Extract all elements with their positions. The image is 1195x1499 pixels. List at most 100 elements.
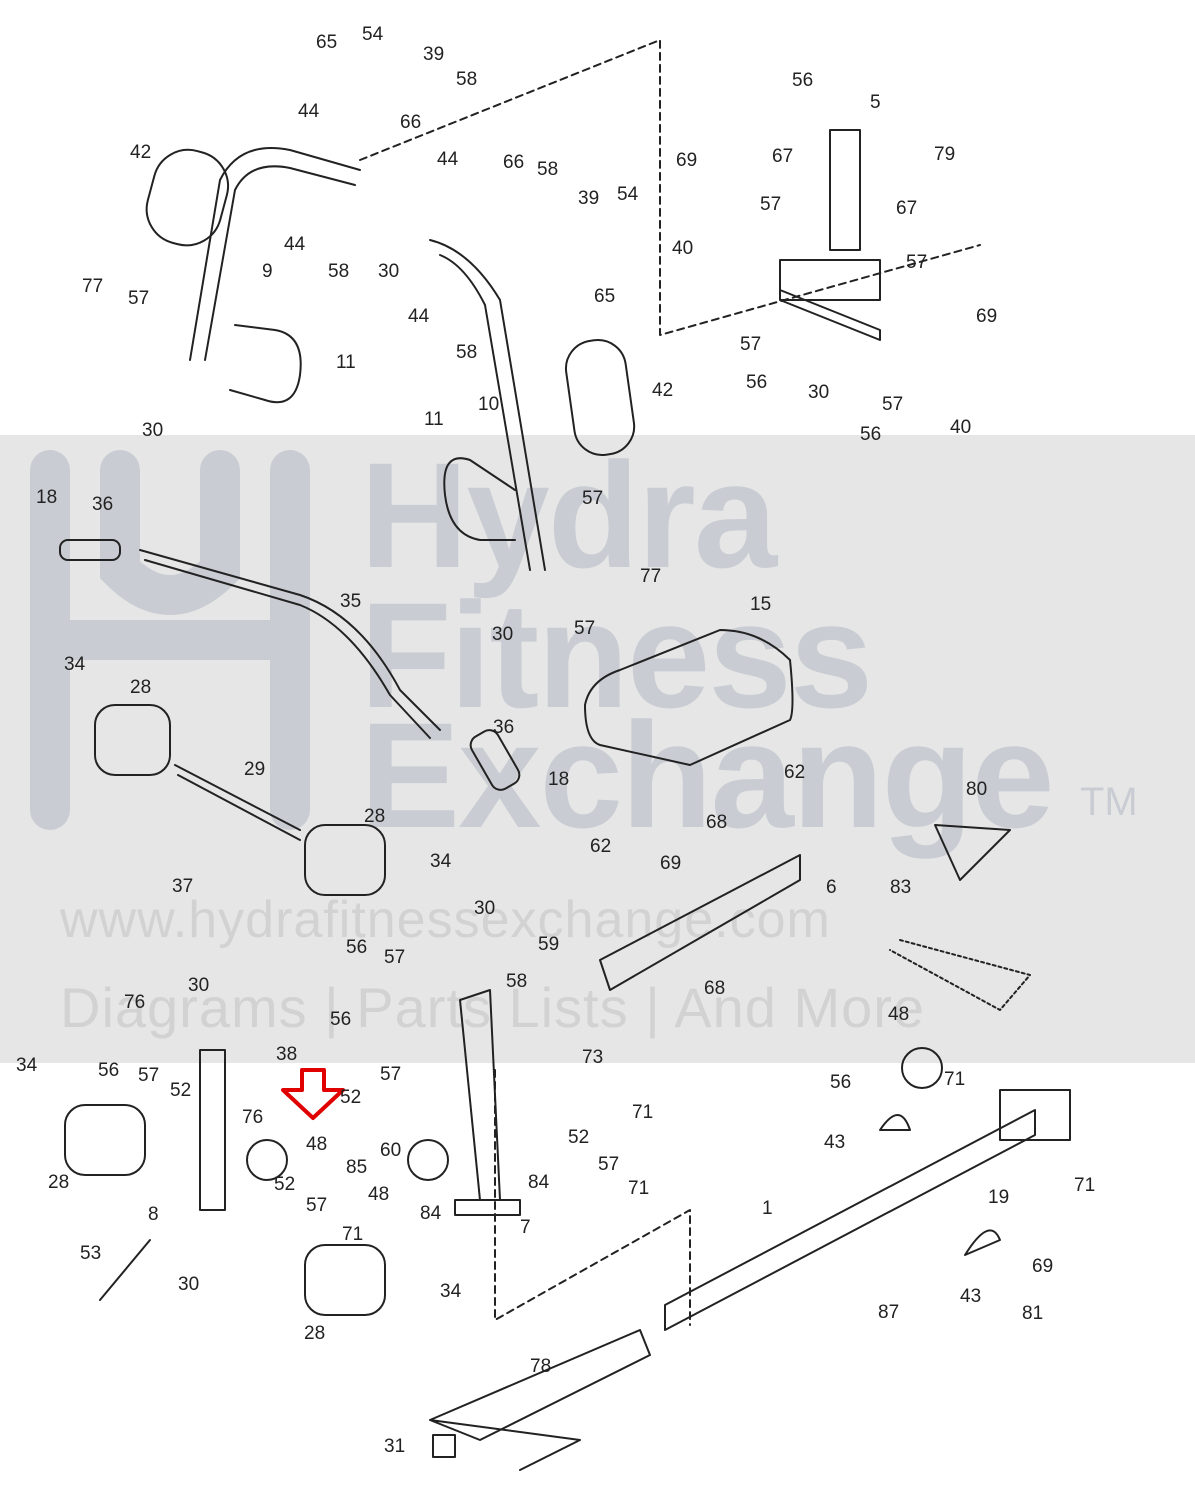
part-number-label: 69 [676,150,697,171]
part-number-label: 31 [384,1436,405,1457]
part-number-label: 65 [594,286,615,307]
part-number-label: 37 [172,876,193,897]
pulley-48-b [407,1139,449,1181]
part-number-label: 34 [440,1281,462,1302]
part-number-label: 58 [506,971,527,992]
part-number-label: 58 [456,69,477,90]
part-number-label: 19 [988,1187,1009,1208]
part-number-label: 84 [528,1172,550,1193]
watermark-url: www.hydrafitnessexchange.com [60,891,831,949]
part-number-label: 69 [660,853,681,874]
roller-28-b [304,824,386,896]
part-number-label: 68 [706,812,727,833]
part-number-label: 58 [456,342,477,363]
watermark-band [0,435,1195,1063]
part-number-label: 48 [306,1134,327,1155]
bracket-5 [779,129,881,341]
part-number-label: 11 [336,352,356,373]
part-number-label: 56 [746,372,767,393]
part-number-label: 30 [378,261,399,282]
part-number-label: 67 [772,146,793,167]
dashed-frame-upper [359,39,981,336]
part-number-label: 8 [148,1204,159,1225]
part-number-label: 44 [437,149,459,170]
part-number-label: 71 [944,1069,965,1090]
part-number-label: 57 [906,252,927,273]
part-number-label: 54 [617,184,639,205]
part-number-label: 48 [368,1184,389,1205]
part-number-label: 57 [128,288,149,309]
part-number-label: 34 [64,654,86,675]
part-number-label: 57 [740,334,761,355]
part-number-label: 34 [16,1055,38,1076]
part-number-label: 30 [188,975,209,996]
part-number-label: 62 [590,836,611,857]
arm-10 [429,239,546,571]
part-number-label: 40 [950,417,971,438]
part-number-label: 56 [98,1060,119,1081]
part-number-label: 65 [316,32,337,53]
part-number-label: 1 [762,1198,773,1219]
handle-80 [934,824,1011,881]
part-number-label: 57 [574,618,595,639]
arm-9 [189,147,361,361]
part-number-label: 60 [380,1140,401,1161]
part-number-label: 42 [652,380,673,401]
post-7 [454,989,521,1216]
part-number-label: 43 [960,1286,981,1307]
part-number-label: 57 [598,1154,619,1175]
cap-31 [432,1434,456,1458]
stabilizer-78 [429,1329,651,1471]
bracket-19 [999,1089,1071,1141]
part-number-label: 52 [568,1127,589,1148]
part-number-label: 52 [170,1080,191,1101]
part-number-label: 42 [130,142,151,163]
part-number-label: 39 [578,188,599,209]
part-number-label: 39 [423,44,444,65]
part-number-label: 69 [1032,1256,1053,1277]
roller-42-left [145,148,230,247]
grip-36-lower [469,729,521,791]
part-number-label: 15 [750,594,771,615]
part-number-label: 53 [80,1243,101,1264]
part-number-label: 48 [888,1004,909,1025]
part-number-label: 28 [48,1172,69,1193]
part-number-label: 57 [384,947,405,968]
handle-11-middle [443,457,516,541]
part-number-label: 36 [92,494,113,515]
seat-15 [584,629,794,766]
part-number-label: 40 [672,238,693,259]
post-8 [199,1049,226,1211]
part-number-label: 78 [530,1356,551,1377]
part-number-label: 44 [284,234,306,255]
part-number-label: 57 [882,394,903,415]
part-number-label: 30 [808,382,829,403]
part-number-label: 28 [304,1323,325,1344]
part-number-label: 36 [493,717,514,738]
part-number-label: 44 [298,101,320,122]
part-number-label: 76 [124,992,145,1013]
part-number-label: 73 [582,1047,603,1068]
bar-35 [139,549,441,739]
frame-6 [599,854,801,991]
part-number-label: 44 [408,306,430,327]
part-number-label: 71 [628,1178,649,1199]
part-number-label: 62 [784,762,805,783]
part-number-label: 81 [1022,1303,1043,1324]
watermark-line2: Fitness [360,571,873,739]
part-number-label: 29 [244,759,265,780]
part-number-label: 71 [342,1224,363,1245]
pulley-48-c [901,1047,943,1089]
part-number-label: 34 [430,851,452,872]
part-number-label: 5 [870,92,881,113]
part-number-label: 52 [340,1087,361,1108]
part-number-label: 87 [878,1302,899,1323]
part-number-label: 58 [328,261,349,282]
part-number-label: 76 [242,1107,263,1128]
part-number-label: 35 [340,591,361,612]
part-number-label: 57 [306,1195,327,1216]
part-number-label: 6 [826,877,837,898]
